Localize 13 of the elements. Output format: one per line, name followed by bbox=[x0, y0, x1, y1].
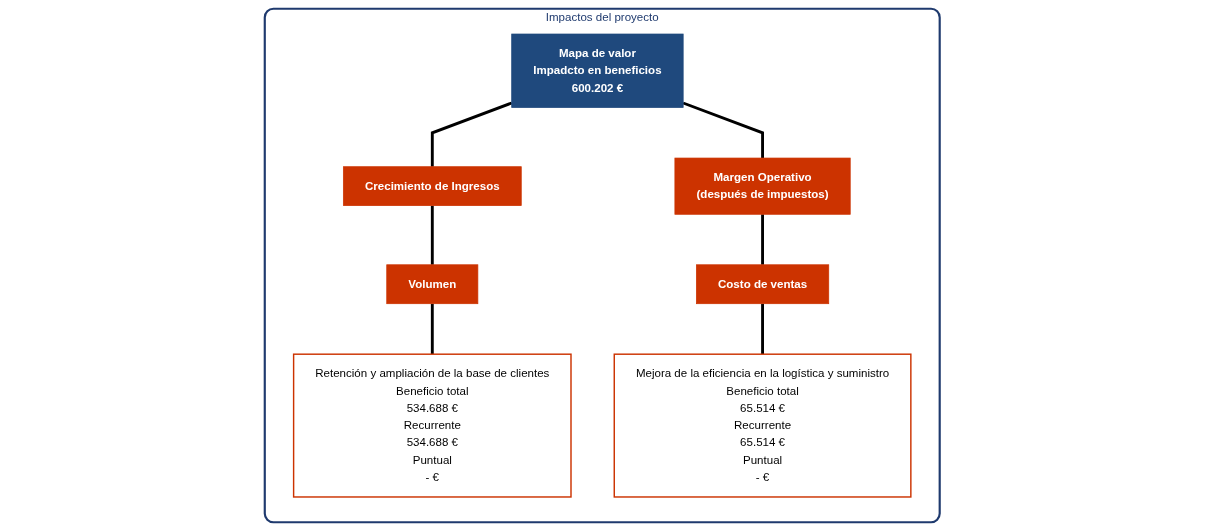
node-box: Mapa de valor Impadcto en beneficios 600.202 € bbox=[511, 33, 684, 108]
connector bbox=[761, 214, 765, 265]
node-box: Retención y ampliación de la base de clientes Beneficio total 534.688 € Recurrente 534.688 € Puntual - € bbox=[293, 353, 572, 498]
connector bbox=[682, 101, 765, 159]
node-box: Crecimiento de Ingresos bbox=[343, 166, 522, 206]
connector bbox=[431, 205, 434, 265]
connector bbox=[761, 303, 765, 355]
node-box: Margen Operativo (después de impuestos) bbox=[674, 157, 851, 215]
node-box: Costo de ventas bbox=[696, 264, 830, 305]
node-box: Volumen bbox=[386, 264, 479, 305]
node-box: Mejora de la eficiencia en la logística y suministro Beneficio total 65.514 € Recurrente 65.514 € Puntual - € bbox=[613, 353, 912, 498]
connector bbox=[431, 303, 434, 355]
connector bbox=[431, 101, 513, 167]
